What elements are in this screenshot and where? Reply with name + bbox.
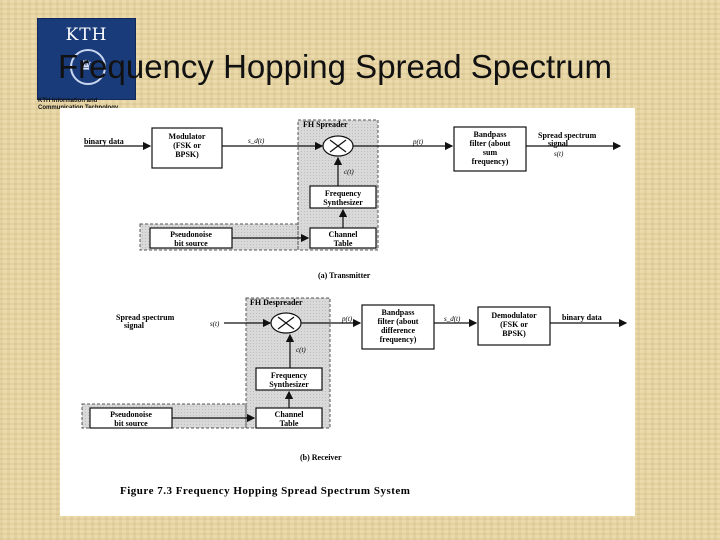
crown-icon: ♛: [79, 57, 93, 73]
rx-demodulator-box: [477, 306, 551, 346]
rx-demodulator-line3: BPSK): [502, 329, 526, 338]
slide-title: Frequency Hopping Spread Spectrum: [58, 48, 612, 85]
rx-output-label: binary data: [562, 313, 602, 322]
rx-caption: (b) Receiver: [300, 453, 342, 462]
tx-input-label: binary data: [84, 137, 124, 146]
fh-system-figure: FH Spreader binary data Modulator (FSK o…: [60, 108, 635, 516]
rx-channel-line2: Table: [280, 419, 299, 428]
tx-s-label: s(t): [554, 150, 564, 158]
tx-modulator-line3: BPSK): [175, 150, 199, 159]
tx-modulator-line2: (FSK or: [173, 141, 201, 150]
tx-bandpass-line4: frequency): [472, 157, 509, 166]
tx-bandpass-line1: Bandpass: [474, 130, 507, 139]
tx-output-label-line2: signal: [548, 139, 569, 148]
rx-p-label: p(t): [341, 315, 353, 323]
rx-sd-label: s_d(t): [444, 315, 461, 323]
rx-mixer-cross-b: [277, 316, 295, 330]
kth-logo-text: KTH: [65, 25, 108, 45]
fh-despreader-label: FH Despreader: [250, 298, 303, 307]
rx-bandpass-line2: filter (about: [378, 317, 419, 326]
rx-synth-line2: Synthesizer: [269, 380, 309, 389]
rx-demodulator-line2: (FSK or: [500, 320, 528, 329]
rx-s-label: s(t): [210, 320, 220, 328]
tx-modulator-box: [151, 127, 223, 169]
tx-caption: (a) Transmitter: [318, 271, 371, 280]
tx-modulator-line1: Modulator: [169, 132, 206, 141]
kth-seal-ring: [70, 49, 106, 85]
rx-pn-line1: Pseudonoise: [110, 410, 152, 419]
tx-sd-label: s_d(t): [248, 137, 265, 145]
figure-caption: Figure 7.3 Frequency Hopping Spread Spec…: [120, 485, 410, 497]
tx-pn-line2: bit source: [174, 239, 208, 248]
rx-input-label-line1: Spread spectrum: [116, 313, 175, 322]
rx-channel-box: [255, 407, 323, 429]
kth-logo: KTH ♛: [37, 18, 136, 100]
fh-spreader-label: FH Spreader: [303, 120, 348, 129]
fh-diagram: FH Spreader binary data Modulator (FSK o…: [81, 119, 628, 497]
tx-output-label-line1: Spread spectrum: [538, 131, 597, 140]
rx-demodulator-line1: Demodulator: [491, 311, 537, 320]
fh-spreader-region: [139, 119, 379, 251]
rx-c-label: c(t): [296, 346, 306, 354]
rx-bandpass-line3: difference: [381, 326, 416, 335]
tx-channel-line1: Channel: [329, 230, 359, 239]
tx-bandpass-box: [453, 126, 527, 172]
rx-bandpass-line1: Bandpass: [382, 308, 415, 317]
tx-bandpass-line3: sum: [483, 148, 498, 157]
tx-channel-box: [309, 227, 377, 249]
rx-synth-line1: Frequency: [271, 371, 307, 380]
tx-synth-box: [309, 185, 377, 209]
fh-despreader-region: [81, 297, 331, 429]
rx-input-label-line2: signal: [124, 321, 145, 330]
tx-channel-line2: Table: [334, 239, 353, 248]
tx-synth-line2: Synthesizer: [323, 198, 363, 207]
rx-channel-line1: Channel: [275, 410, 305, 419]
rx-pn-line2: bit source: [114, 419, 148, 428]
rx-synth-box: [255, 367, 323, 391]
transmitter-section: FH Spreader binary data Modulator (FSK o…: [84, 119, 622, 280]
receiver-section: FH Despreader Spread spectrum signal s(t…: [81, 297, 628, 462]
rx-bandpass-box: [361, 304, 435, 350]
rx-bandpass-line4: frequency): [380, 335, 417, 344]
tx-synth-line1: Frequency: [325, 189, 361, 198]
tx-bandpass-line2: filter (about: [470, 139, 511, 148]
logo-caption-line1: KTH Information and: [38, 98, 98, 104]
tx-pn-line1: Pseudonoise: [170, 230, 212, 239]
tx-c-label: c(t): [344, 168, 354, 176]
tx-mixer-cross-b: [329, 139, 347, 153]
tx-p-label: p(t): [412, 138, 424, 146]
